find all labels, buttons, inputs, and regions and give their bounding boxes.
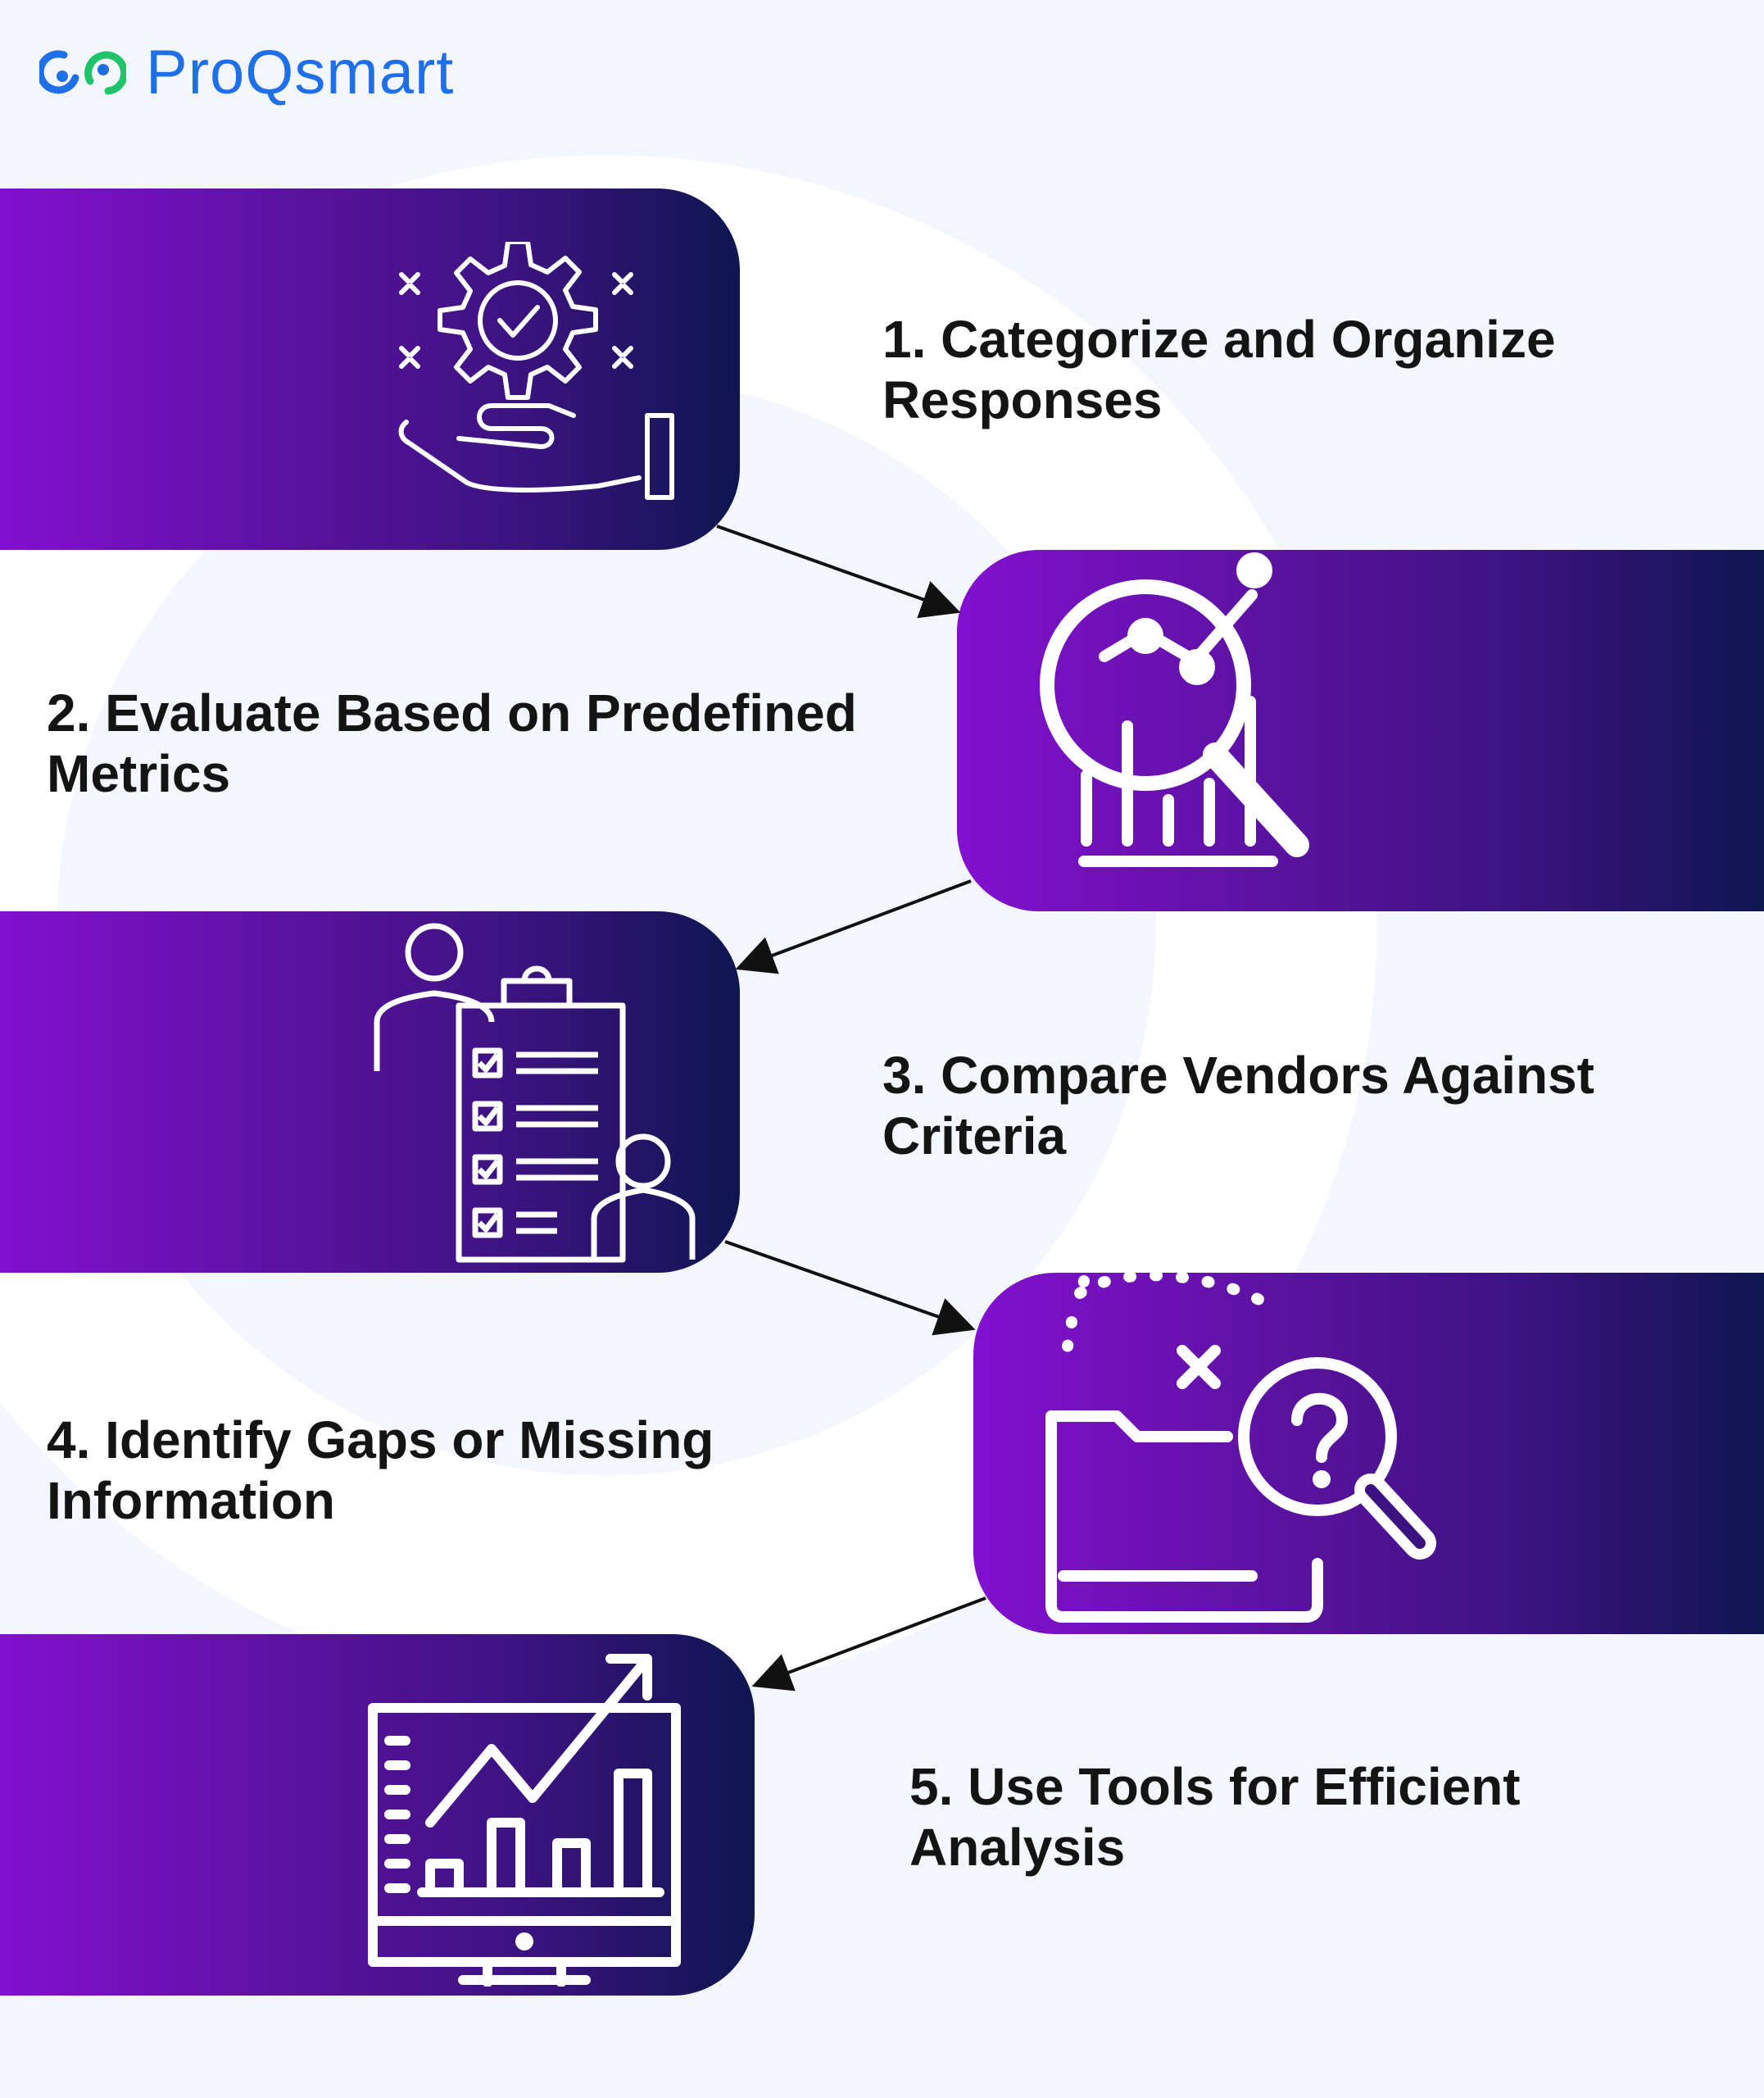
arrow-2-to-3 bbox=[735, 879, 972, 974]
logo-text: ProQsmart bbox=[146, 38, 455, 107]
step-4-card bbox=[973, 1273, 1764, 1634]
logo: ProQsmart bbox=[39, 37, 454, 108]
step-3-card bbox=[0, 911, 740, 1273]
arrow-1-to-2 bbox=[716, 524, 961, 619]
step-5-title: 5. Use Tools for Efficient Analysis bbox=[909, 1757, 1521, 1877]
step-2-card bbox=[957, 550, 1764, 911]
arrow-3-to-4 bbox=[724, 1240, 976, 1336]
step-1-card bbox=[0, 188, 740, 550]
step-3-title: 3. Compare Vendors Against Criteria bbox=[882, 1046, 1594, 1165]
gear-hand-icon bbox=[398, 242, 674, 500]
logo-mark-icon bbox=[39, 49, 126, 94]
folder-question-icon bbox=[1045, 1273, 1436, 1623]
step-5-card bbox=[0, 1634, 755, 1996]
step-2-title: 2. Evaluate Based on Predefined Metrics bbox=[47, 683, 857, 803]
step-4-title: 4. Identify Gaps or Missing Information bbox=[47, 1410, 714, 1530]
step-1-title: 1. Categorize and Organize Responses bbox=[882, 310, 1556, 429]
arrow-4-to-5 bbox=[751, 1596, 986, 1692]
magnifier-chart-icon bbox=[1040, 552, 1309, 867]
monitor-growth-chart-icon bbox=[368, 1654, 681, 1987]
vendors-checklist-icon bbox=[374, 923, 696, 1263]
